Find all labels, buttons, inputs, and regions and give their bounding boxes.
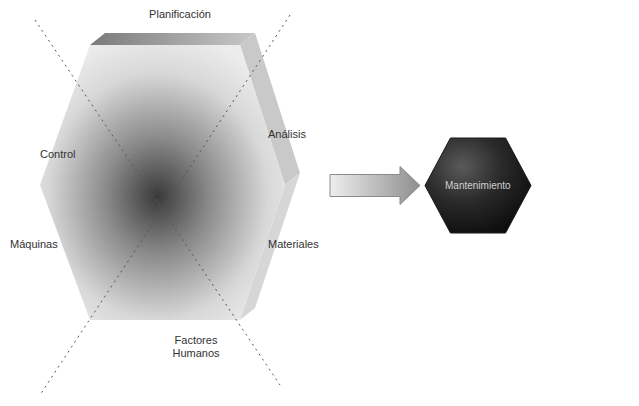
factor-label: Máquinas: [10, 238, 70, 251]
factor-label: Factores Humanos: [160, 334, 232, 360]
hexagon-top-face: [90, 33, 255, 45]
factor-label: Materiales: [268, 238, 323, 251]
hexagon-graphic: [0, 0, 325, 406]
divider-line: [40, 15, 290, 395]
flow-arrow: [330, 167, 420, 205]
factor-label: Control: [40, 148, 90, 161]
factor-label: Análisis: [268, 128, 323, 141]
divider-line: [35, 20, 280, 385]
result-hexagon: Mantenimiento: [425, 138, 531, 233]
dark-hexagon: [425, 138, 531, 233]
hexagon-front-face: [40, 45, 285, 320]
factor-label: Planificación: [135, 8, 225, 21]
result-label: Mantenimiento: [445, 180, 511, 192]
factor-hexagon: PlanificaciónAnálisisMaterialesFactores …: [0, 0, 325, 406]
